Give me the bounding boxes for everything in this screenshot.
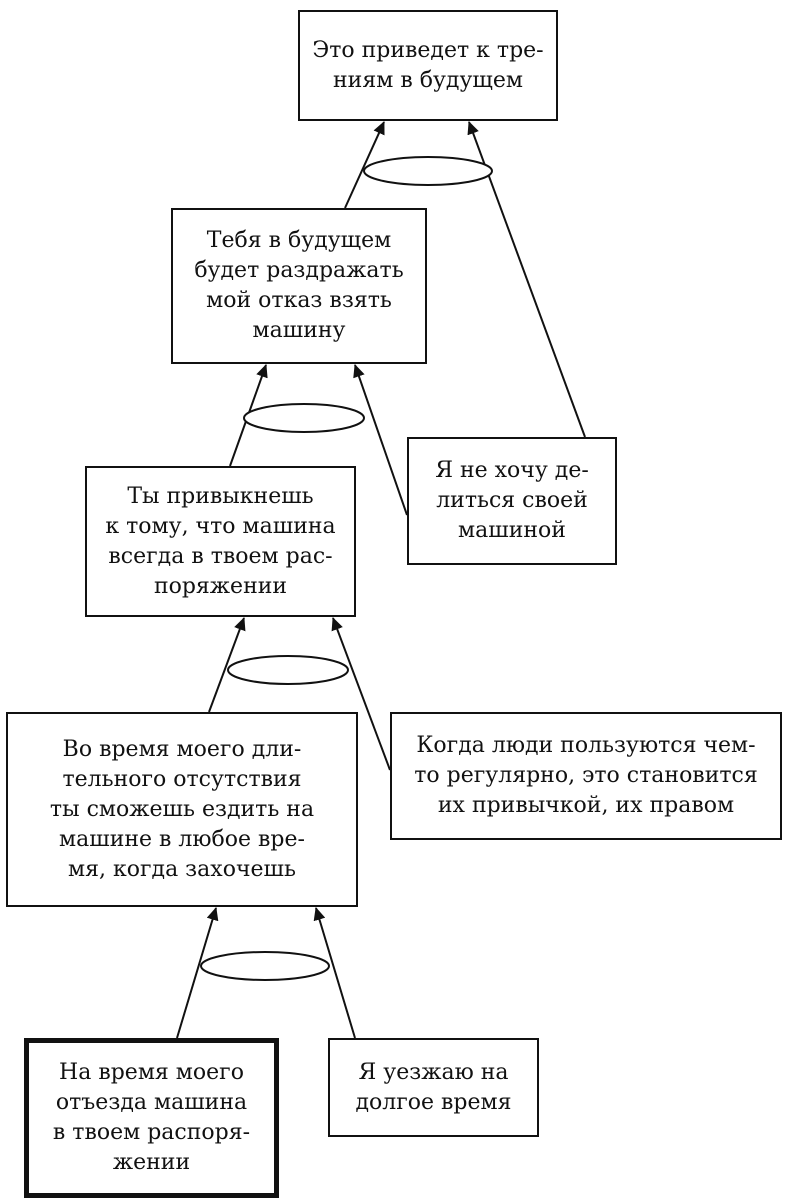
- node-text-line: мой отказ взять: [206, 288, 392, 313]
- node-text-line: в твоем распоря-: [52, 1120, 251, 1145]
- node-text-line: Во время моего дли-: [62, 736, 302, 762]
- node-text-line: Я уезжаю на: [358, 1059, 509, 1085]
- node-text-line: к тому, что машина: [105, 513, 336, 539]
- node-leaving-for-long-time: Я уезжаю на долгое время: [328, 1038, 539, 1137]
- node-text-line: мя, когда захочешь: [68, 856, 296, 882]
- node-text-line: будет раздражать: [194, 258, 404, 283]
- node-text-line: машине в любое вре-: [59, 826, 305, 852]
- node-text-line: всегда в твоем рас-: [108, 543, 333, 569]
- node-refusal-will-annoy: Тебя в будущем будет раздражать мой отка…: [171, 208, 427, 364]
- combination-ellipse-top: [363, 156, 493, 186]
- node-text-line: то регулярно, это становится: [414, 763, 758, 788]
- node-text-line: Это приведет к тре-: [312, 37, 544, 63]
- arrow-absence-to-habit: [208, 617, 246, 713]
- combination-ellipse-habit: [227, 655, 349, 685]
- node-text-line: Ты привыкнешь: [127, 483, 314, 509]
- node-text-line: машиной: [458, 518, 566, 543]
- node-regular-use-becomes-right: Когда люди пользуются чем- то регулярно,…: [390, 712, 782, 840]
- node-text-line: их привычкой, их правом: [437, 793, 735, 818]
- node-text-line: машину: [252, 318, 346, 343]
- arrow-start-to-absence: [176, 907, 219, 1039]
- node-text-line: долгое время: [355, 1089, 512, 1115]
- node-text-line: жении: [112, 1150, 191, 1175]
- node-during-long-absence: Во время моего дли- тельного отсутствия …: [6, 712, 358, 907]
- node-text-line: отъезда машина: [55, 1090, 248, 1115]
- arrow-annoy-to-top: [344, 121, 385, 209]
- arrow-share-to-annoy: [353, 364, 408, 516]
- node-car-at-your-disposal: На время моего отъезда машина в твоем ра…: [24, 1038, 279, 1198]
- node-text-line: ты сможешь ездить на: [49, 796, 315, 822]
- node-text-line: литься своей: [436, 488, 588, 513]
- node-friction-in-future: Это приведет к тре- ниям в будущем: [298, 10, 558, 121]
- arrow-people-to-habit: [331, 617, 391, 771]
- combination-ellipse-annoy: [243, 403, 365, 433]
- node-text-line: На время моего: [59, 1060, 244, 1085]
- node-text-line: ниям в будущем: [333, 67, 523, 93]
- node-text-line: Тебя в будущем: [206, 228, 392, 253]
- node-text-line: тельного отсутствия: [62, 766, 302, 792]
- node-do-not-want-to-share: Я не хочу де- литься своей машиной: [407, 437, 617, 565]
- node-text-line: поряжении: [153, 573, 288, 599]
- arrow-leaving-to-absence: [313, 907, 356, 1039]
- combination-ellipse-absence: [200, 951, 330, 981]
- node-text-line: Я не хочу де-: [435, 458, 589, 483]
- node-you-will-get-used: Ты привыкнешь к тому, что машина всегда …: [85, 466, 356, 617]
- node-text-line: Когда люди пользуются чем-: [416, 733, 756, 758]
